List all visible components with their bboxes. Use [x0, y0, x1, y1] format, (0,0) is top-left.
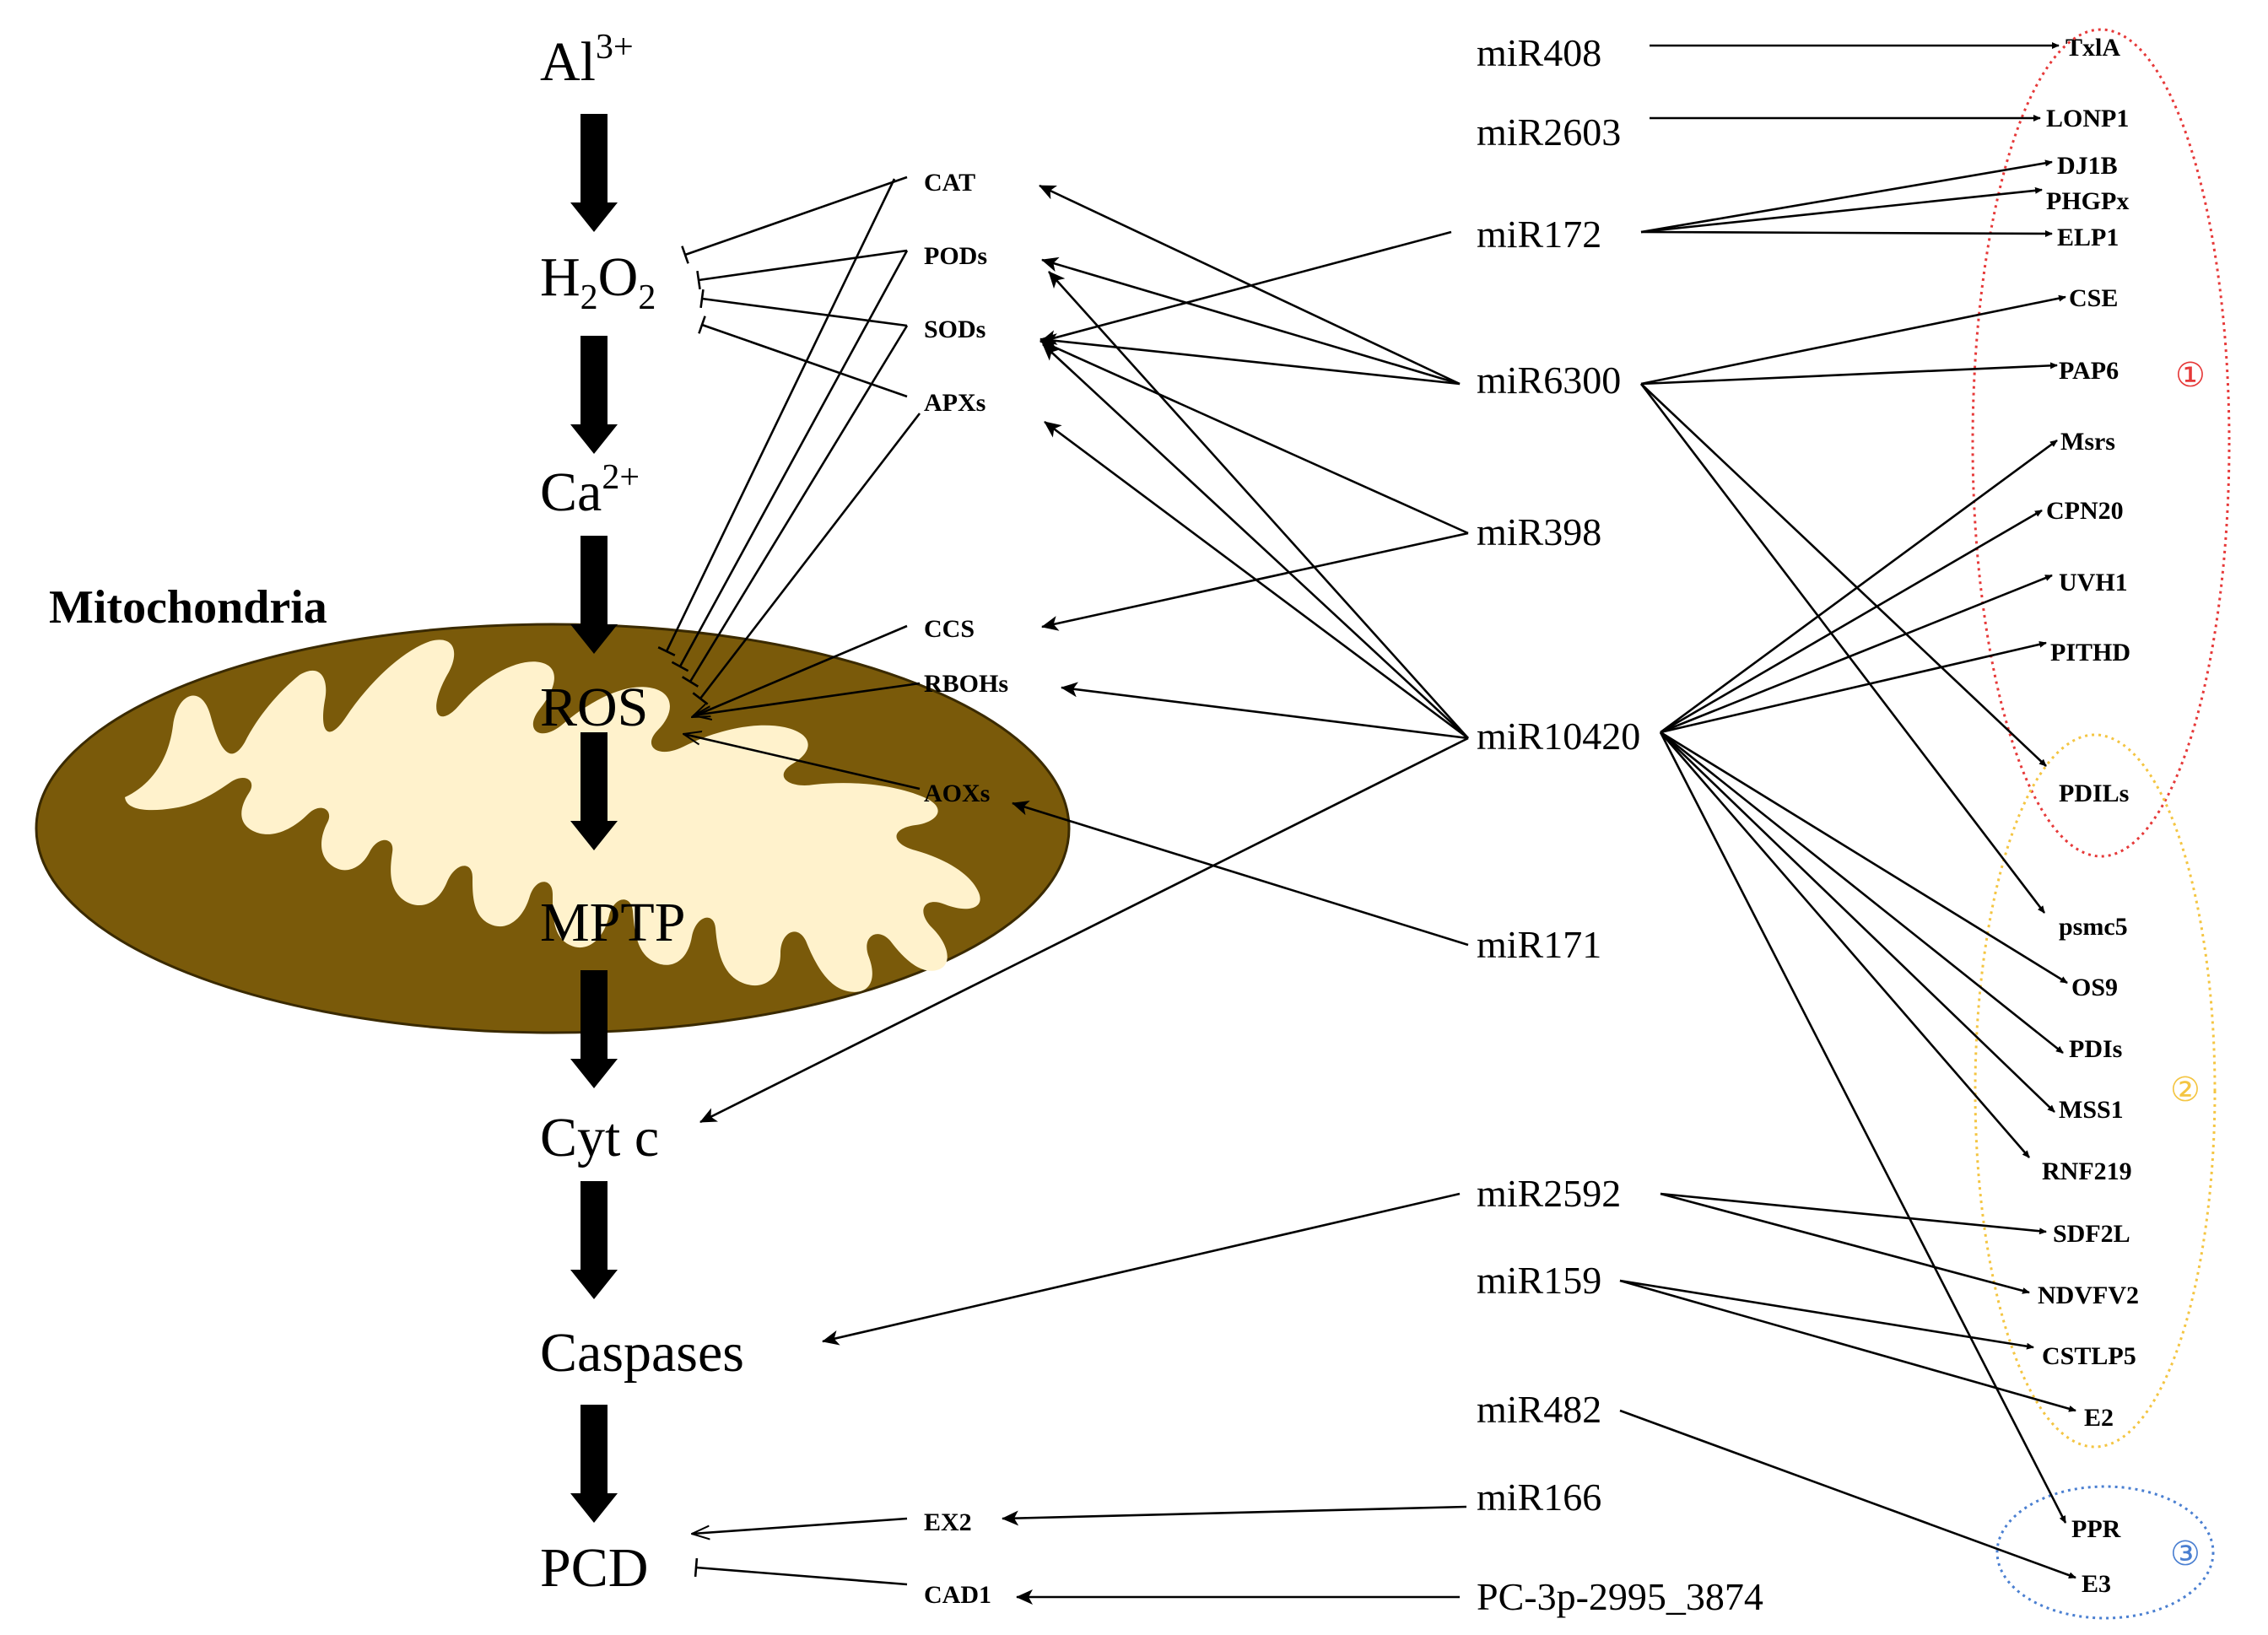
target-pdils: PDILs: [2059, 780, 2129, 807]
target-ppr: PPR: [2071, 1515, 2121, 1543]
pathway-flow-arrows: [570, 114, 618, 1523]
activation-edges: [683, 624, 921, 1534]
mirna-mir482: miR482: [1477, 1388, 1601, 1431]
flow-arrow-ros-mptp: [570, 732, 618, 850]
enzyme-rbohs: RBOHs: [924, 670, 1008, 698]
h2o2-label: H2O2: [540, 246, 656, 317]
mirna-to-target-edges: [1619, 42, 2076, 1579]
mirna-mir166: miR166: [1477, 1476, 1601, 1519]
target-sdf2l: SDF2L: [2053, 1220, 2130, 1248]
target-pithd: PITHD: [2050, 639, 2130, 666]
mirna-pc3p: PC-3p-2995_3874: [1477, 1575, 1763, 1618]
group-3-ellipse: [1995, 1485, 2215, 1620]
enzyme-apxs: APXs: [924, 389, 986, 417]
mitochondrion-cristae: [125, 639, 980, 992]
mirna-mir398: miR398: [1477, 510, 1601, 553]
group-1-ellipse: [1971, 28, 2231, 858]
mirna-mir171: miR171: [1477, 923, 1601, 966]
cytc-label: Cyt c: [540, 1107, 659, 1168]
enzyme-aoxs: AOXs: [924, 780, 990, 807]
ca2-label: Ca2+: [540, 458, 640, 523]
caspases-label: Caspases: [540, 1322, 744, 1384]
pcd-label: PCD: [540, 1537, 648, 1599]
target-psmc5: psmc5: [2059, 913, 2128, 941]
inhibition-edges: [657, 175, 921, 1586]
target-ndvfv2: NDVFV2: [2038, 1282, 2139, 1309]
al3-label: Al3+: [540, 28, 634, 93]
flow-arrow-h2o2-ca: [570, 336, 618, 454]
group-1-number: ①: [2175, 356, 2206, 395]
mirna-mir6300: miR6300: [1477, 359, 1621, 402]
target-dj1b: DJ1B: [2057, 152, 2118, 180]
enzyme-cad1: CAD1: [924, 1581, 991, 1609]
mitochondria-label: Mitochondria: [49, 581, 327, 634]
enzyme-ccs: CCS: [924, 615, 975, 643]
target-rnf219: RNF219: [2042, 1157, 2132, 1185]
mirna-to-enzyme-edges: [699, 184, 1469, 1605]
target-cse: CSE: [2069, 284, 2118, 312]
flow-arrow-caspases-pcd: [570, 1405, 618, 1523]
group-2-ellipse: [1974, 733, 2217, 1449]
ros-label: ROS: [540, 677, 648, 738]
group-2-number: ②: [2170, 1071, 2200, 1109]
target-uvh1: UVH1: [2059, 569, 2128, 596]
mirna-mir159: miR159: [1477, 1259, 1601, 1302]
target-lonp1: LONP1: [2046, 105, 2129, 132]
target-mss1: MSS1: [2059, 1096, 2124, 1124]
target-os9: OS9: [2071, 974, 2118, 1001]
enzyme-sods: SODs: [924, 316, 986, 343]
target-e2: E2: [2084, 1404, 2114, 1432]
enzyme-ex2: EX2: [924, 1508, 972, 1536]
mirna-mir10420: miR10420: [1477, 715, 1640, 758]
mirna-mir2592: miR2592: [1477, 1172, 1621, 1215]
flow-arrow-mptp-cytc: [570, 970, 618, 1088]
mirna-mir172: miR172: [1477, 213, 1601, 256]
flow-arrow-ca-ros: [570, 536, 618, 654]
target-pap6: PAP6: [2059, 357, 2119, 385]
mirna-mir408: miR408: [1477, 31, 1601, 74]
target-phgpx: PHGPx: [2046, 187, 2129, 215]
target-cpn20: CPN20: [2046, 497, 2124, 525]
group-3-number: ③: [2170, 1535, 2200, 1573]
target-msrs: Msrs: [2060, 428, 2115, 456]
target-e3: E3: [2082, 1570, 2111, 1598]
target-pdis: PDIs: [2069, 1035, 2122, 1063]
enzyme-pods: PODs: [924, 242, 987, 270]
target-cstlp5: CSTLP5: [2042, 1342, 2136, 1370]
target-elp1: ELP1: [2057, 224, 2119, 251]
mirna-mir2603: miR2603: [1477, 111, 1621, 154]
mptp-label: MPTP: [540, 892, 685, 953]
enzyme-cat: CAT: [924, 169, 975, 197]
flow-arrow-cytc-caspases: [570, 1181, 618, 1299]
mitochondrion: [35, 623, 1071, 1034]
flow-arrow-al-h2o2: [570, 114, 618, 232]
